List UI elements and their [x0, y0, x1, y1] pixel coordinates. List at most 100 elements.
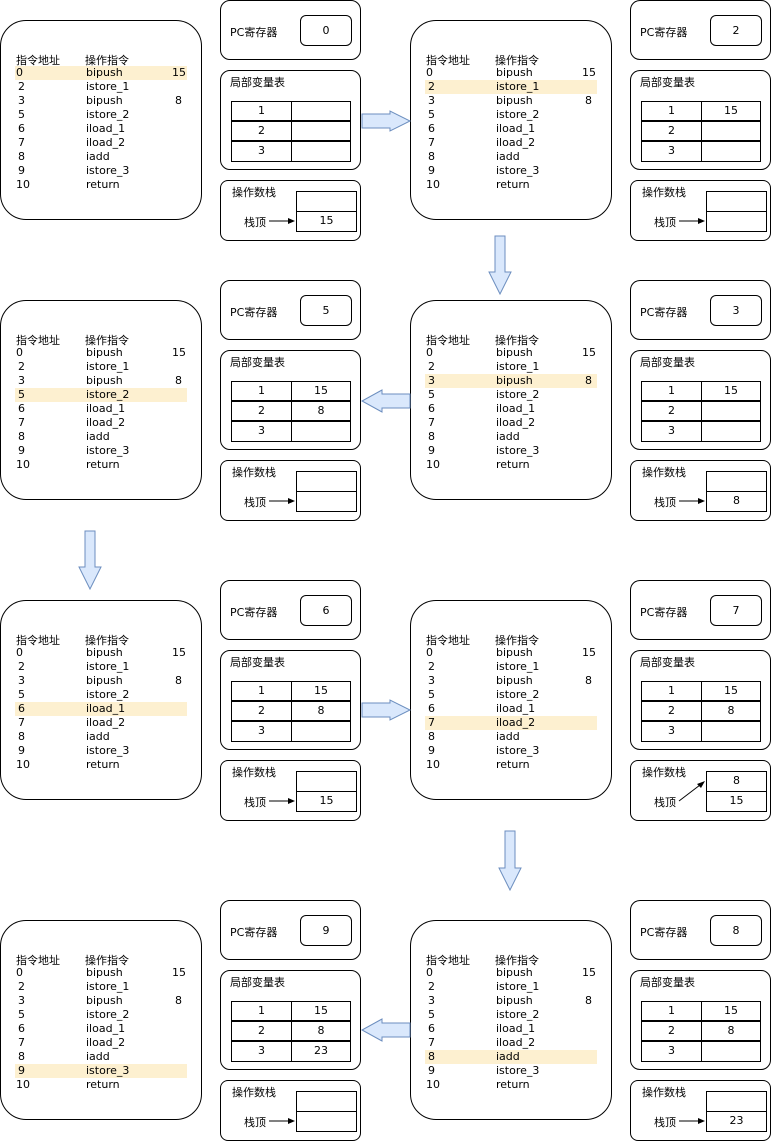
stack-top-pointer-line — [678, 784, 701, 802]
opcode-header: 操作指令 — [495, 334, 539, 347]
instruction-address: 9 — [428, 1064, 435, 1077]
instruction-address: 6 — [18, 702, 25, 715]
instruction-opcode: bipush — [496, 646, 533, 659]
stack-top-pointer — [679, 1118, 705, 1124]
local-variable-table-label: 局部变量表 — [230, 976, 285, 989]
instruction-address: 10 — [16, 758, 30, 771]
instruction-opcode: istore_1 — [86, 660, 130, 673]
current-instruction-highlight — [15, 702, 187, 716]
operand-stack-label: 操作数栈 — [232, 766, 276, 779]
instruction-operand: 15 — [172, 966, 186, 979]
instruction-opcode: bipush — [86, 646, 123, 659]
operand-stack: 操作数栈栈顶 — [630, 180, 771, 241]
instruction-opcode: iadd — [496, 1050, 520, 1063]
local-variable-table-label: 局部变量表 — [230, 656, 285, 669]
instruction-opcode: iadd — [86, 430, 110, 443]
instruction-address: 6 — [428, 122, 435, 135]
instruction-opcode: return — [496, 178, 530, 191]
instruction-opcode: istore_1 — [86, 80, 130, 93]
address-header: 指令地址 — [426, 334, 470, 347]
instruction-opcode: bipush — [86, 346, 123, 359]
instruction-address: 8 — [428, 150, 435, 163]
instruction-opcode: istore_2 — [496, 108, 540, 121]
opcode-header: 操作指令 — [85, 54, 129, 67]
operand-stack-label: 操作数栈 — [642, 466, 686, 479]
flow-arrow-right — [361, 110, 412, 132]
stack-top-pointer-head — [288, 498, 295, 504]
stack-slot-lower: 23 — [706, 1111, 767, 1132]
instruction-opcode: istore_3 — [86, 744, 130, 757]
instruction-opcode: bipush — [86, 994, 123, 1007]
flow-arrow-left — [360, 389, 411, 413]
stack-slot-lower — [706, 211, 767, 232]
instruction-opcode: iload_2 — [86, 416, 126, 429]
instruction-operand: 15 — [582, 966, 596, 979]
instruction-address: 5 — [18, 388, 25, 401]
instruction-opcode: return — [496, 458, 530, 471]
instruction-operand: 8 — [175, 994, 182, 1007]
flow-arrow-right — [361, 699, 412, 721]
instruction-opcode: iload_2 — [86, 136, 126, 149]
instruction-address: 0 — [16, 646, 23, 659]
instruction-opcode: iload_2 — [86, 1036, 126, 1049]
instruction-address: 7 — [18, 416, 25, 429]
local-slot-value: 15 — [701, 101, 761, 121]
instruction-address: 0 — [426, 346, 433, 359]
operand-stack: 操作数栈栈顶 — [220, 460, 361, 521]
instruction-opcode: iadd — [496, 730, 520, 743]
instruction-opcode: iload_1 — [496, 702, 536, 715]
instruction-opcode: bipush — [496, 966, 533, 979]
current-instruction-highlight — [425, 374, 597, 388]
instruction-address: 8 — [428, 1050, 435, 1063]
instruction-opcode: iadd — [86, 150, 110, 163]
operand-stack-label: 操作数栈 — [642, 1086, 686, 1099]
local-variable-table-label: 局部变量表 — [640, 976, 695, 989]
stack-top-pointer-head — [697, 781, 705, 788]
operand-stack-label: 操作数栈 — [642, 186, 686, 199]
local-slot-value — [291, 721, 351, 742]
instruction-opcode: bipush — [496, 374, 533, 387]
operand-stack-label: 操作数栈 — [642, 766, 686, 779]
instruction-address: 0 — [426, 66, 433, 79]
instruction-address: 10 — [16, 178, 30, 191]
instruction-opcode: bipush — [86, 66, 123, 79]
instruction-address: 7 — [428, 1036, 435, 1049]
instruction-address: 7 — [428, 136, 435, 149]
local-slot-value: 8 — [291, 1021, 351, 1041]
pc-register-label: PC寄存器 — [230, 926, 278, 939]
instruction-opcode: iadd — [86, 1050, 110, 1063]
instruction-opcode: istore_2 — [86, 388, 130, 401]
instruction-address: 5 — [18, 688, 25, 701]
instruction-operand: 8 — [585, 994, 592, 1007]
operand-stack-label: 操作数栈 — [232, 466, 276, 479]
instruction-address: 5 — [18, 1008, 25, 1021]
instruction-address: 8 — [18, 730, 25, 743]
instruction-address: 2 — [428, 660, 435, 673]
address-header: 指令地址 — [16, 954, 60, 967]
instruction-address: 2 — [428, 360, 435, 373]
instruction-opcode: istore_2 — [496, 388, 540, 401]
stack-top-label: 栈顶 — [654, 796, 676, 809]
stack-top-label: 栈顶 — [244, 796, 266, 809]
pc-register-label: PC寄存器 — [640, 926, 688, 939]
instruction-address: 6 — [428, 1022, 435, 1035]
address-header: 指令地址 — [16, 634, 60, 647]
instruction-address: 5 — [428, 108, 435, 121]
stack-top-label: 栈顶 — [654, 216, 676, 229]
pc-value: 2 — [710, 15, 762, 46]
instruction-opcode: return — [86, 178, 120, 191]
instruction-operand: 8 — [175, 374, 182, 387]
instruction-address: 7 — [18, 1036, 25, 1049]
instruction-opcode: iadd — [86, 730, 110, 743]
instruction-opcode: istore_2 — [86, 108, 130, 121]
instruction-opcode: bipush — [496, 66, 533, 79]
flow-arrow-down — [488, 235, 512, 296]
instruction-opcode: iload_1 — [496, 122, 536, 135]
